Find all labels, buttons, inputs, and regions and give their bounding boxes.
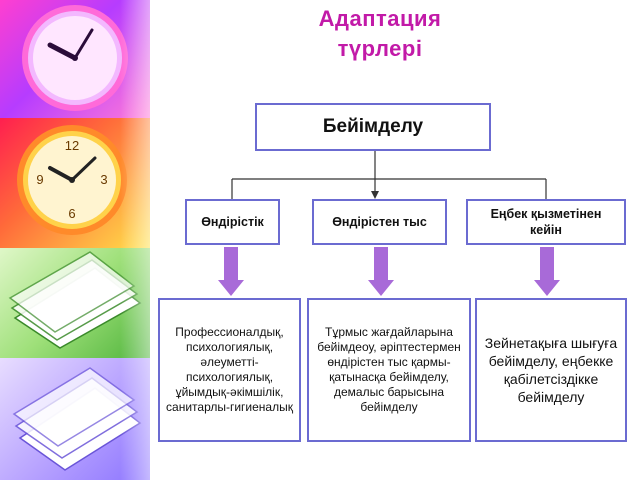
description-text: Тұрмыс жағдайларына бейімдеоу, әріптесте… <box>317 325 461 414</box>
description-node-post-work: Зейнетақыға шығуға бейімделу, еңбекке қа… <box>475 298 627 442</box>
category-node-post-work: Еңбек қызметінен кейін <box>466 199 626 245</box>
root-node: Бейімделу <box>255 103 491 151</box>
description-node-non-industrial: Тұрмыс жағдайларына бейімдеоу, әріптесте… <box>307 298 471 442</box>
category-label: Еңбек қызметінен кейін <box>490 207 602 237</box>
root-label: Бейімделу <box>322 116 424 137</box>
category-label: Өндірістен тыс <box>332 215 427 229</box>
title-line-1: Адаптация <box>318 6 442 31</box>
svg-text:12: 12 <box>65 138 79 153</box>
title-line-2: түрлері <box>337 36 423 61</box>
description-text: Профессионалдық, психологиялық, әлеуметт… <box>166 325 293 414</box>
svg-text:9: 9 <box>36 172 43 187</box>
category-node-industrial: Өндірістік <box>185 199 280 245</box>
category-label: Өндірістік <box>201 215 264 229</box>
down-arrow-2 <box>368 247 394 296</box>
category-node-non-industrial: Өндірістен тыс <box>312 199 447 245</box>
down-arrow-3 <box>534 247 560 296</box>
svg-text:3: 3 <box>100 172 107 187</box>
down-arrow-1 <box>218 247 244 296</box>
description-text: Зейнетақыға шығуға бейімделу, еңбекке қа… <box>484 335 618 405</box>
description-node-industrial: Профессионалдық, психологиялық, әлеуметт… <box>158 298 301 442</box>
diagram-title: Адаптация түрлері <box>300 4 460 64</box>
svg-text:6: 6 <box>68 206 75 221</box>
